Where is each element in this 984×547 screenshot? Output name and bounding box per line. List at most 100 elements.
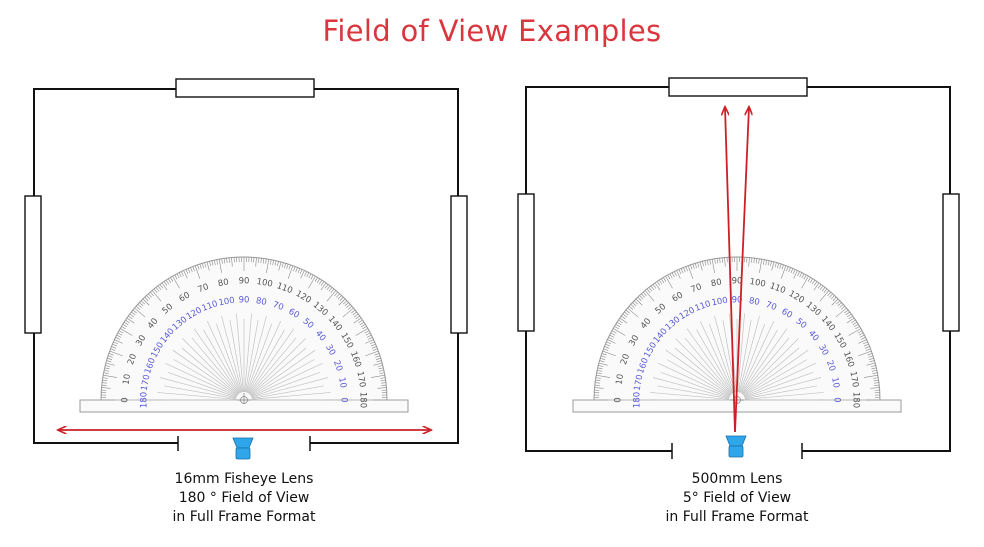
protractor-tick — [199, 263, 202, 269]
protractor-guide-line — [157, 392, 237, 400]
protractor-tick — [862, 341, 868, 345]
protractor-tick — [373, 362, 383, 366]
protractor-tick — [770, 261, 772, 267]
camera-icon — [725, 435, 747, 458]
protractor-tick — [326, 285, 331, 290]
protractor-tick — [375, 355, 381, 358]
protractor-guide-line — [657, 385, 730, 399]
protractor-tick — [103, 374, 118, 378]
protractor-guide-line — [246, 323, 273, 393]
protractor-outer-label: 90 — [239, 277, 250, 287]
protractor-outer-label: 20 — [126, 353, 139, 367]
protractor-tick — [767, 260, 770, 266]
protractor-tick — [167, 278, 172, 284]
protractor-tick — [129, 313, 134, 318]
protractor-inner-label: 70 — [271, 300, 285, 313]
protractor-tick — [190, 267, 193, 273]
protractor-guide-line — [744, 385, 817, 399]
protractor-guide-line — [236, 313, 244, 393]
protractor-tick — [598, 362, 608, 366]
protractor-tick — [376, 360, 382, 363]
protractor-tick — [338, 298, 346, 306]
protractor-tick — [692, 263, 695, 269]
protractor-guide-line — [193, 328, 240, 394]
protractor-tick — [370, 374, 385, 378]
protractor-tick — [633, 300, 638, 305]
protractor-tick — [149, 291, 154, 297]
protractor-guide-line — [221, 315, 243, 393]
protractor-outer-label: 170 — [354, 371, 367, 389]
protractor-tick — [365, 339, 374, 344]
protractor-tick — [594, 384, 600, 386]
protractor-tick — [277, 261, 279, 267]
protractor-tick — [844, 309, 849, 314]
protractor-tick — [759, 259, 763, 274]
protractor-guide-line — [247, 329, 285, 394]
protractor-tick — [753, 258, 755, 264]
protractor-inner-label: 60 — [287, 307, 301, 321]
protractor-tick — [204, 262, 207, 268]
protractor-tick — [346, 304, 351, 308]
protractor-tick — [654, 282, 661, 291]
protractor-guide-line — [181, 347, 239, 396]
protractor-tick — [213, 260, 216, 266]
protractor-tick — [860, 337, 866, 340]
protractor-tick — [832, 296, 837, 301]
protractor-tick — [829, 293, 833, 298]
protractor-outer-label: 180 — [851, 392, 861, 408]
protractor-tick — [339, 296, 344, 301]
protractor-tick — [316, 278, 321, 284]
protractor-tick — [671, 272, 675, 278]
protractor-tick — [616, 321, 622, 326]
protractor-tick — [648, 287, 653, 292]
protractor-tick — [324, 284, 329, 289]
protractor-guide-line — [251, 377, 329, 399]
protractor-outer-label: 60 — [178, 290, 192, 304]
protractor-outer-label: 20 — [619, 353, 632, 367]
protractor-tick — [185, 269, 189, 275]
protractor-tick — [262, 258, 265, 264]
protractor-tick — [293, 266, 296, 272]
protractor-guide-line — [741, 337, 790, 395]
protractor-tick — [369, 341, 375, 345]
protractor-tick — [347, 305, 353, 310]
camera-lens-shape — [725, 435, 747, 447]
protractor-tick — [817, 284, 822, 289]
protractor-guide-line — [684, 337, 733, 395]
fov-arrow-right-ray — [734, 107, 749, 433]
protractor-tick — [274, 260, 277, 266]
protractor-tick — [102, 382, 108, 384]
protractor-guide-line — [743, 359, 808, 397]
protractor-tick — [627, 307, 639, 318]
protractor-guide-line — [740, 329, 778, 394]
protractor-guide-line — [708, 323, 735, 393]
protractor-guide-line — [215, 323, 242, 393]
protractor-guide-line — [249, 347, 307, 396]
protractor-tick — [813, 282, 820, 291]
protractor-tick — [101, 384, 107, 386]
protractor-tick — [146, 295, 151, 300]
protractor-tick — [831, 298, 839, 306]
protractor-tick — [223, 258, 226, 264]
protractor-tick — [344, 302, 349, 307]
protractor-outer-label: 0 — [121, 397, 131, 402]
protractor-tick — [644, 290, 655, 302]
protractor-tick — [108, 353, 114, 356]
protractor-inner-label: 80 — [748, 296, 760, 308]
protractor-tick — [697, 262, 700, 268]
protractor-tick — [351, 309, 356, 314]
protractor-tick — [873, 379, 879, 382]
protractor-tick — [107, 355, 113, 358]
protractor-tick — [118, 330, 124, 334]
protractor-guide-line — [742, 347, 800, 396]
protractor-inner-label: 180 — [633, 392, 643, 408]
protractor-tick — [104, 369, 110, 372]
protractor-tick — [690, 264, 693, 270]
protractor-tick — [855, 326, 860, 330]
protractor-tick — [281, 262, 284, 268]
window-right — [450, 195, 468, 334]
protractor-guide-line — [251, 362, 323, 397]
protractor-tick — [830, 295, 835, 300]
protractor-tick — [607, 339, 616, 344]
